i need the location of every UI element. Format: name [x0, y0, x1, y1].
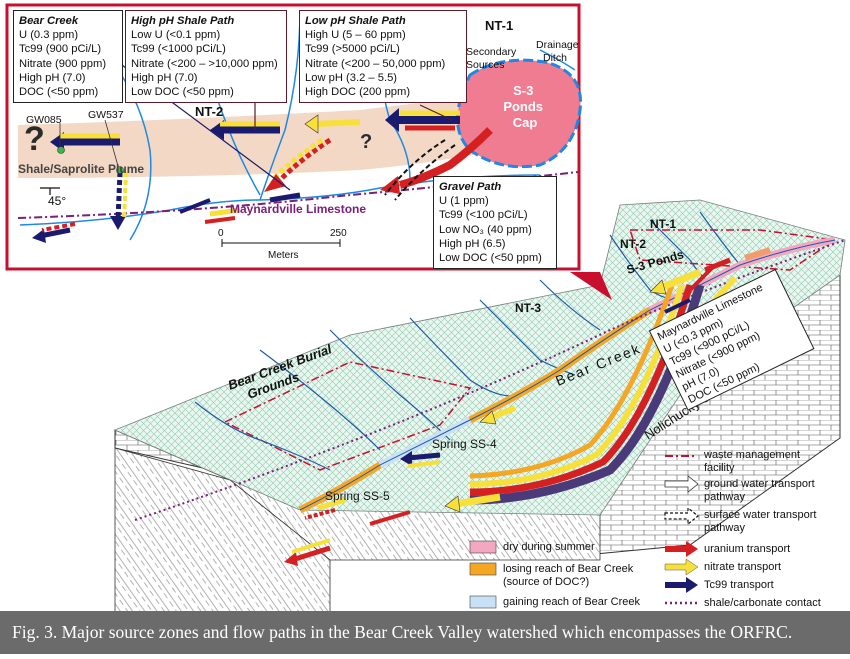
- inset-pointer: [570, 272, 612, 300]
- spring-ss4-label: Spring SS-4: [432, 437, 497, 451]
- inset-nt1-label: NT-1: [485, 18, 513, 33]
- legend-uranium-label: uranium transport: [704, 543, 791, 555]
- legend-groundwater-arrow: [664, 475, 699, 493]
- scale-bar: 0 250 Meters: [218, 228, 347, 261]
- low-ph-connector: [419, 104, 453, 121]
- bear-creek-box-title: Bear Creek: [19, 15, 79, 27]
- gravel-box-line: Tc99 (<100 pCi/L): [439, 209, 528, 222]
- gravel-box-line: U (1 ppm): [439, 195, 489, 208]
- legend-waste-facility-label: waste management facility: [704, 449, 800, 474]
- legend-gaining-label: gaining reach of Bear Creek: [503, 596, 640, 608]
- legend-tc99-arrow: [665, 577, 698, 593]
- legend-groundwater-label: ground water transport pathway: [704, 478, 815, 503]
- low-ph-box-line: High DOC (200 ppm): [305, 86, 411, 99]
- low-ph-box-title: Low pH Shale Path: [305, 15, 406, 27]
- s3-cap-line1: S-3: [513, 83, 533, 98]
- low-ph-box-line: Nitrate (<200 – 50,000 ppm): [305, 57, 446, 70]
- high-ph-box-title: High pH Shale Path: [131, 15, 235, 27]
- low-ph-box-line: Low pH (3.2 – 5.5): [305, 71, 398, 84]
- bear-creek-box-line: High pH (7.0): [19, 71, 86, 84]
- legend-surface-water-arrow: [664, 506, 699, 526]
- s3-cap-label: S-3 Ponds Cap: [503, 83, 546, 130]
- strike-dip-symbol: 45°: [40, 187, 66, 208]
- bear-creek-box-line: DOC (<50 ppm): [19, 86, 99, 99]
- drainage-ditch-line2: Ditch: [543, 52, 567, 64]
- maynardville-section-box: Maynardville Limestone U (<0.3 ppm) Tc99…: [648, 268, 815, 411]
- spring-ss5-label: Spring SS-5: [325, 489, 390, 503]
- secondary-sources-label: Secondary Sources: [466, 46, 519, 71]
- legend-swatch-dry: [469, 540, 497, 554]
- secondary-sources-line1: Secondary: [466, 46, 517, 58]
- gw085-well: [57, 146, 65, 154]
- gw085-label: GW085: [26, 114, 62, 126]
- s3-cap-line3: Cap: [513, 115, 538, 130]
- gravel-box-line: Low DOC (<50 ppm): [439, 252, 542, 265]
- secondary-sources-line2: Sources: [466, 59, 505, 71]
- low-ph-question-mark: ?: [360, 131, 372, 153]
- s3-ponds-cap: [456, 58, 583, 169]
- bear-creek-box-line: Nitrate (900 ppm): [19, 57, 107, 70]
- plume-question-mark: ?: [24, 120, 45, 158]
- high-ph-box-line: Nitrate (<200 – >10,000 ppm): [131, 57, 278, 70]
- left-shale-wedge: [114, 447, 331, 613]
- plume-label: Shale/Saprolite Plume: [18, 162, 144, 176]
- bear-creek-box: Bear Creek U (0.3 ppm) Tc99 (900 pCi/L) …: [13, 10, 123, 104]
- gravel-box-title: Gravel Path: [439, 181, 502, 193]
- inset-maynardville-label: Maynardville Limestone: [230, 202, 366, 216]
- figure-caption: Fig. 3. Major source zones and flow path…: [0, 611, 850, 654]
- scale-unit-label: Meters: [268, 250, 299, 261]
- high-ph-box-line: Low DOC (<50 ppm): [131, 86, 234, 99]
- s3-ponds-boundary: [628, 229, 838, 271]
- gravel-path-box: Gravel Path U (1 ppm) Tc99 (<100 pCi/L) …: [433, 176, 557, 270]
- high-ph-shale-box: High pH Shale Path Low U (<0.1 ppm) Tc99…: [125, 10, 287, 104]
- legend-contact-label: shale/carbonate contact: [704, 597, 821, 609]
- drainage-ditch-line1: Drainage: [536, 39, 579, 51]
- legend-nitrate-arrow: [664, 558, 699, 576]
- legend-tc99-label: Tc99 transport: [704, 579, 774, 591]
- s3-cap-line2: Ponds: [503, 99, 543, 114]
- high-ph-box-line: Tc99 (<1000 pCi/L): [131, 43, 226, 56]
- bear-creek-box-line: Tc99 (900 pCi/L): [19, 43, 102, 56]
- inset-flow-arrows: [32, 108, 493, 243]
- block-nt2-label: NT-2: [620, 237, 646, 251]
- low-ph-box-line: High U (5 – 60 ppm): [305, 29, 406, 42]
- creek-flow-arrows: [284, 247, 771, 566]
- legend-swatch-losing: [469, 562, 497, 576]
- high-ph-box-line: Low U (<0.1 ppm): [131, 29, 221, 42]
- gw537-leader: [104, 119, 119, 167]
- dip-label: 45°: [48, 194, 66, 208]
- inset-nt2-label: NT-2: [195, 104, 223, 119]
- legend-nitrate-label: nitrate transport: [704, 561, 782, 573]
- low-ph-box-line: Tc99 (>5000 pCi/L): [305, 43, 400, 56]
- scale-0-label: 0: [218, 228, 224, 239]
- shale-carbonate-contact: [134, 239, 846, 521]
- block-nt1-label: NT-1: [650, 217, 676, 231]
- legend-swatch-gaining: [469, 595, 497, 609]
- legend-symbols: [469, 455, 699, 609]
- bear-creek-box-line: U (0.3 ppm): [19, 29, 79, 42]
- high-ph-box-line: High pH (7.0): [131, 71, 198, 84]
- scale-250-label: 250: [330, 228, 347, 239]
- legend-losing-label: losing reach of Bear Creek (source of DO…: [503, 563, 634, 588]
- legend-surface-water-label: surface water transport pathway: [704, 509, 817, 534]
- low-ph-shale-box: Low pH Shale Path High U (5 – 60 ppm) Tc…: [299, 10, 467, 104]
- gw537-well: [116, 166, 124, 174]
- legend-dry-label: dry during summer: [503, 541, 595, 553]
- gravel-box-line: High pH (6.5): [439, 237, 506, 250]
- gw537-label: GW537: [88, 109, 124, 121]
- legend-uranium-arrow: [665, 541, 698, 557]
- plume-band: [18, 95, 500, 178]
- block-diagram: NT-1 NT-2 S-3 Ponds NT-3 Bear Creek Buri…: [113, 199, 846, 613]
- drainage-ditch-label: Drainage Ditch: [536, 39, 582, 64]
- tributaries: [194, 211, 741, 471]
- block-nt3-label: NT-3: [515, 301, 541, 315]
- terrain-mesh: [115, 200, 845, 515]
- bear-creek-centerline: [299, 239, 836, 511]
- gravel-box-line: Low NO₃ (40 ppm): [439, 223, 532, 236]
- burial-grounds-boundary: [223, 361, 472, 471]
- maynardville-box-bg: [648, 268, 815, 411]
